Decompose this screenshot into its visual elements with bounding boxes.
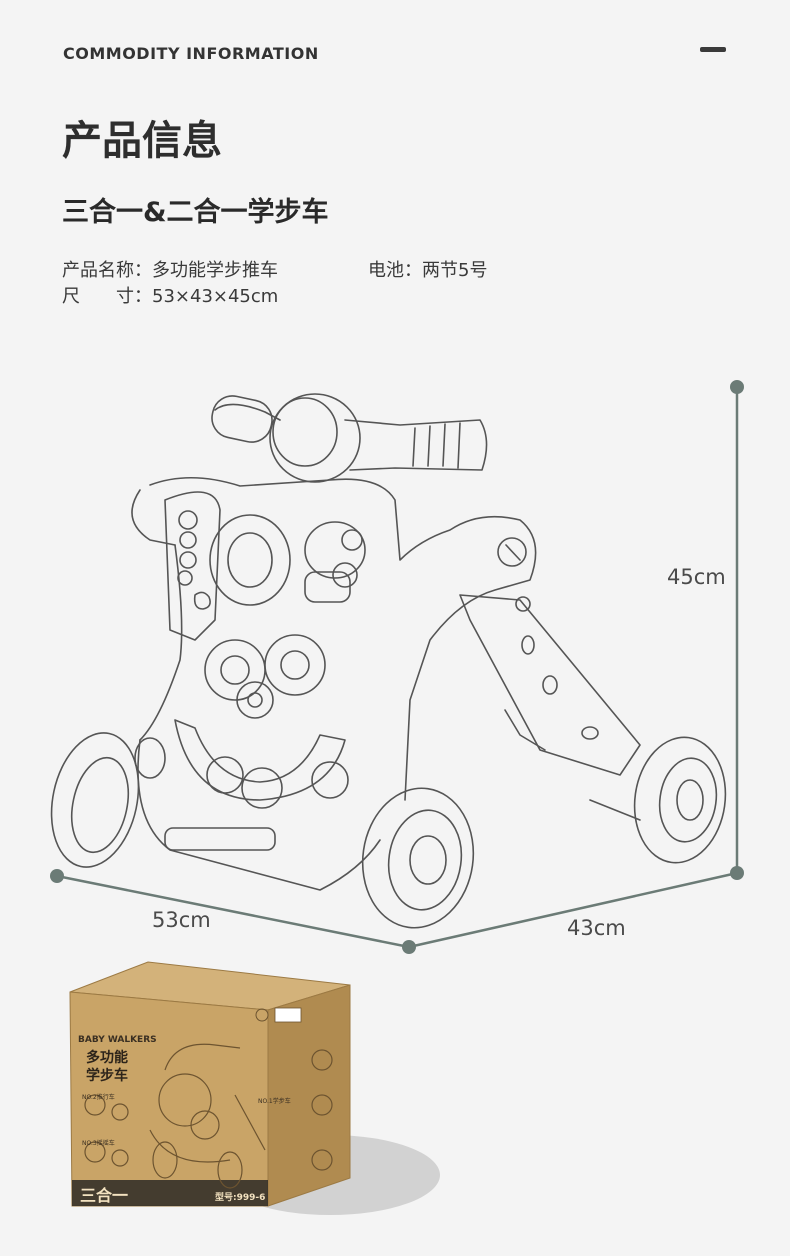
spec-size-value: 53×43×45cm [152,286,279,307]
spec-name: 产品名称：多功能学步推车 [62,256,278,282]
section-heading-en: COMMODITY INFORMATION [63,44,319,63]
spec-name-value: 多功能学步推车 [152,260,278,281]
box-mode-1: NO.1学步车 [258,1098,291,1105]
dimension-lines [50,380,744,954]
box-model: 型号:999-6 [215,1193,266,1203]
box-mode-3: NO.3摇摇车 [82,1140,115,1147]
spec-size-label: 尺 寸： [62,286,152,307]
spec-name-label: 产品名称： [62,260,152,281]
spec-size: 尺 寸：53×43×45cm [62,282,278,308]
box-brand-en: BABY WALKERS [78,1035,157,1045]
box-name-line1: 多功能 [86,1050,128,1066]
spec-battery-label: 电池： [368,260,422,281]
baby-walker-drawing [50,393,727,929]
spec-battery: 电池：两节5号 [368,256,487,282]
box-mode-2: NO.2推行车 [82,1094,115,1101]
decorative-dash [700,47,726,52]
box-side-label: 三合一 [80,1186,129,1205]
page-title: 产品信息 [62,118,222,164]
dimension-height: 45cm [667,565,726,589]
dimension-width: 53cm [152,908,211,932]
product-subtitle: 三合一&二合一学步车 [62,197,329,228]
box-name-line2: 学步车 [86,1068,128,1084]
packaging-box [69,961,440,1215]
dimension-depth: 43cm [567,916,626,940]
spec-battery-value: 两节5号 [422,260,488,281]
